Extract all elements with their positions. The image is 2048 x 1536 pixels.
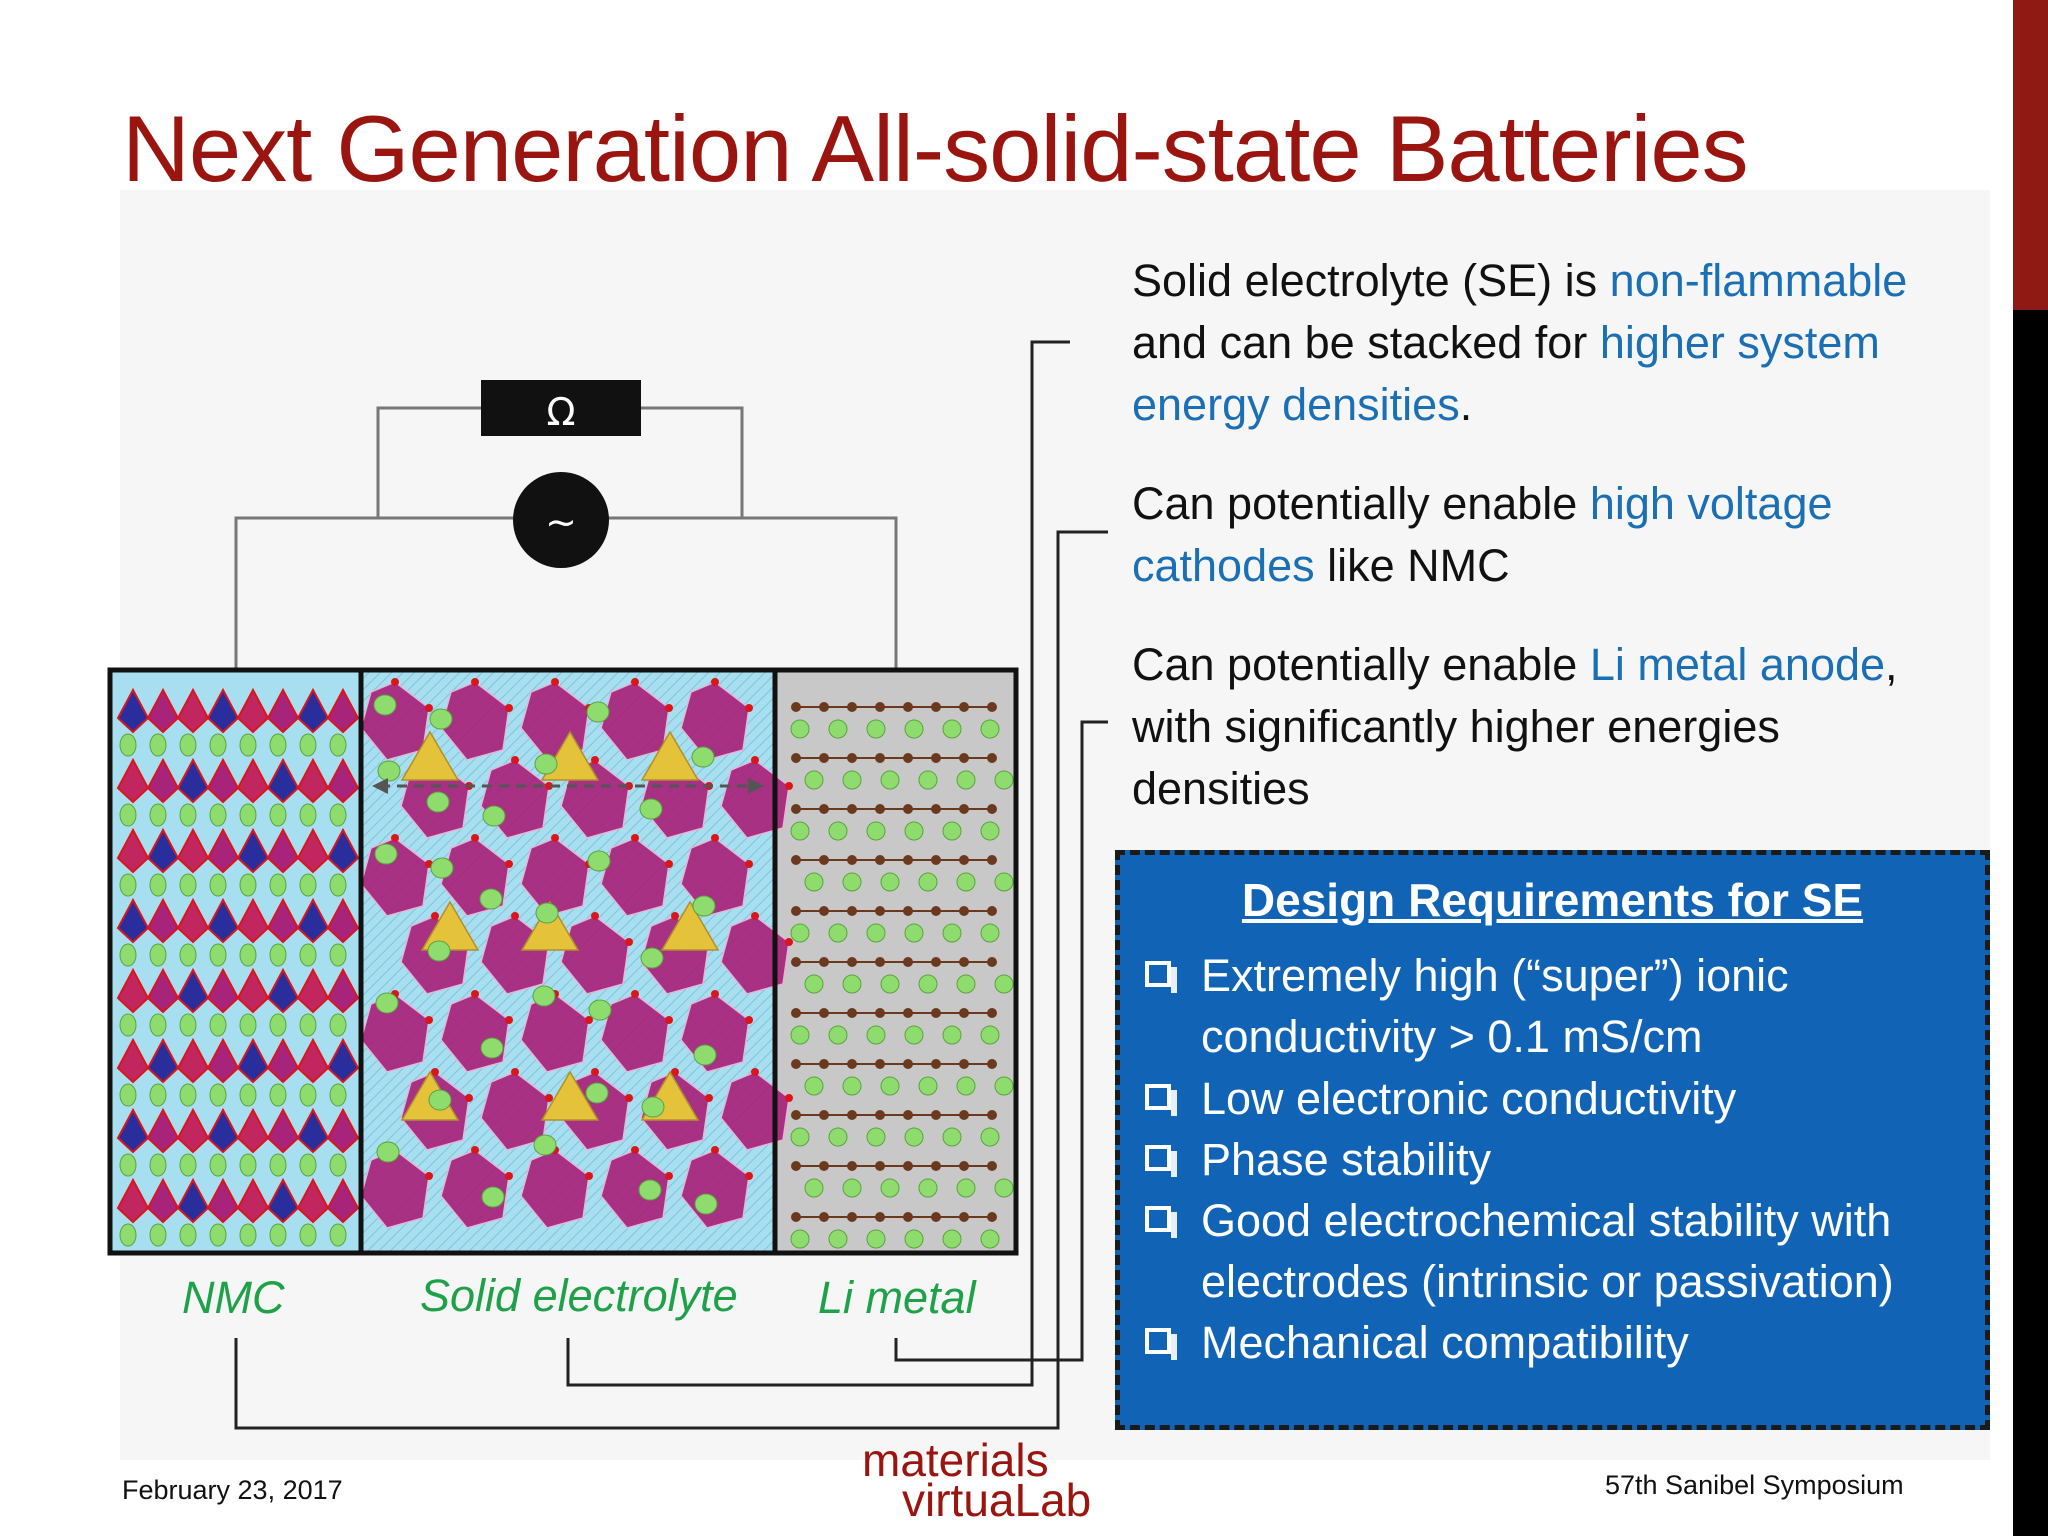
- ohm-symbol: Ω: [546, 390, 575, 434]
- materials-virtual-lab-logo: materials virtuaLab: [862, 1437, 1142, 1527]
- requirement-item: Good electrochemical stability with elec…: [1145, 1190, 1975, 1312]
- requirement-item: Low electronic conductivity: [1145, 1068, 1975, 1129]
- checkbox-icon: [1145, 961, 1177, 993]
- accent-strip-red: [2013, 0, 2048, 310]
- nmc-panel: [110, 670, 360, 1253]
- requirement-item: Extremely high (“super”) ionic conductiv…: [1145, 945, 1975, 1067]
- requirements-heading: Design Requirements for SE: [1241, 874, 1864, 926]
- accent-strip-black: [2013, 310, 2048, 1536]
- point-2: Can potentially enable high voltage cath…: [1132, 478, 1833, 591]
- label-nmc: NMC: [182, 1272, 285, 1323]
- logo-line-2: virtuaLab: [902, 1474, 1092, 1526]
- footer-conference: 57th Sanibel Symposium: [1605, 1470, 1904, 1500]
- requirement-item: Mechanical compatibility: [1145, 1312, 1975, 1373]
- li-metal-crystal-structure: [790, 702, 1014, 1249]
- footer-date: February 23, 2017: [122, 1475, 343, 1505]
- nmc-crystal-structure: [116, 687, 360, 1247]
- label-solid-electrolyte: Solid electrolyte: [420, 1270, 738, 1321]
- logo-line-1: materials: [862, 1434, 1049, 1486]
- resistor: Ω: [481, 380, 641, 436]
- ac-source: ~: [513, 472, 609, 568]
- point-3: Can potentially enable Li metal anode, w…: [1132, 639, 1898, 814]
- point-1: Solid electrolyte (SE) is non-flammable …: [1132, 255, 1908, 430]
- checkbox-icon: [1145, 1328, 1177, 1360]
- ac-symbol: ~: [545, 500, 577, 544]
- requirement-item: Phase stability: [1145, 1129, 1975, 1190]
- checkbox-icon: [1145, 1145, 1177, 1177]
- slide-title: Next Generation All-solid-state Batterie…: [122, 96, 1749, 201]
- label-li-metal: Li metal: [818, 1272, 976, 1323]
- design-requirements-box: Design Requirements for SE Extremely hig…: [1115, 850, 1990, 1430]
- checkbox-icon: [1145, 1084, 1177, 1116]
- electrolyte-crystal-structure: [360, 678, 793, 1229]
- connector-lines: [234, 340, 1108, 1430]
- checkbox-icon: [1145, 1206, 1177, 1238]
